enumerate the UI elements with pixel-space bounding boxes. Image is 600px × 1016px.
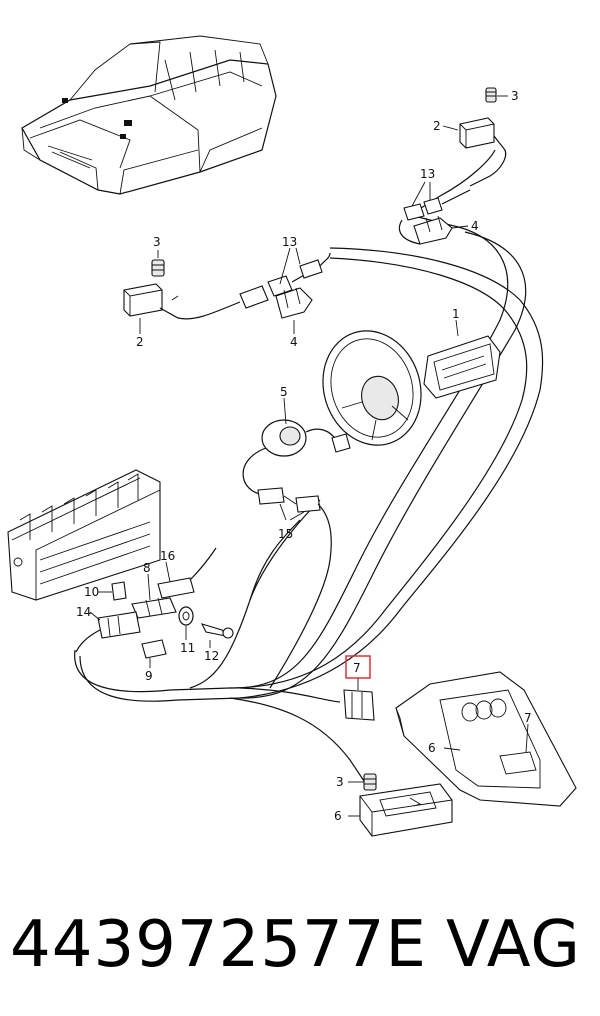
part-number: 443972577E bbox=[10, 908, 427, 982]
bolt-12 bbox=[200, 623, 234, 639]
callout-3b: 3 bbox=[153, 235, 161, 249]
footer: 443972577E VAG bbox=[0, 890, 600, 1000]
center-console-6 bbox=[395, 671, 577, 807]
clip-4-left bbox=[275, 287, 313, 319]
callout-4b: 4 bbox=[290, 335, 298, 349]
washer-11 bbox=[178, 606, 194, 626]
callout-9: 9 bbox=[145, 669, 153, 683]
callout-3a: 3 bbox=[511, 89, 519, 103]
callout-13b: 13 bbox=[282, 235, 297, 249]
harness-cables bbox=[74, 149, 544, 791]
airbag-unit-1 bbox=[423, 335, 501, 399]
clip-4-top-right bbox=[413, 215, 453, 245]
connector-14 bbox=[75, 611, 141, 653]
callout-12: 12 bbox=[204, 649, 219, 663]
callout-1: 1 bbox=[452, 307, 460, 321]
wiring-harness-diagram: 3 2 13 4 3 13 2 4 1 5 15 16 8 10 14 11 1… bbox=[7, 35, 577, 837]
callout-6b: 6 bbox=[334, 809, 342, 823]
callout-14: 14 bbox=[76, 605, 91, 619]
steering-wheel bbox=[322, 330, 422, 446]
connector-13-top-right bbox=[403, 189, 471, 221]
brand-label: VAG bbox=[446, 908, 581, 982]
connectors-15 bbox=[257, 487, 332, 689]
callout-2b: 2 bbox=[136, 335, 144, 349]
callout-5: 5 bbox=[280, 385, 288, 399]
connector-16 bbox=[157, 547, 217, 599]
callout-7a: 7 bbox=[353, 661, 361, 675]
callout-13a: 13 bbox=[420, 167, 435, 181]
callout-8: 8 bbox=[143, 561, 151, 575]
callout-2a: 2 bbox=[433, 119, 441, 133]
callout-11: 11 bbox=[180, 641, 195, 655]
part-2-top-right bbox=[459, 87, 507, 187]
car-body-illustration bbox=[21, 35, 277, 195]
clock-spring-5 bbox=[242, 419, 351, 497]
callout-6a: 6 bbox=[428, 741, 436, 755]
callout-7b: 7 bbox=[524, 711, 532, 725]
clip-10 bbox=[111, 581, 127, 601]
callout-labels: 3 2 13 4 3 13 2 4 1 5 15 16 8 10 14 11 1… bbox=[76, 89, 532, 823]
connector-7 bbox=[343, 689, 375, 721]
callout-15: 15 bbox=[278, 527, 293, 541]
clip-9 bbox=[141, 639, 167, 659]
bracket-8 bbox=[131, 597, 177, 619]
callout-4a: 4 bbox=[471, 219, 479, 233]
connector-13-left bbox=[239, 252, 331, 309]
control-unit-6 bbox=[359, 773, 453, 837]
part-2-left bbox=[123, 259, 241, 320]
callout-16: 16 bbox=[160, 549, 175, 563]
relay-panel bbox=[7, 469, 161, 601]
leader-lines bbox=[89, 95, 529, 817]
callout-3c: 3 bbox=[336, 775, 344, 789]
highlight-box-7 bbox=[345, 655, 371, 679]
callout-10: 10 bbox=[84, 585, 99, 599]
